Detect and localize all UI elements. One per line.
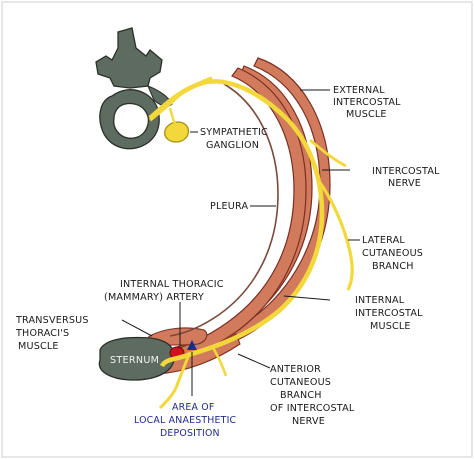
intercostal-nerve-root xyxy=(148,76,213,122)
leader-transversus xyxy=(121,319,153,337)
labels: EXTERNAL INTERCOSTAL MUSCLE SYMPATHETIC … xyxy=(15,85,440,439)
label-external-intercostal-3: MUSCLE xyxy=(346,109,387,120)
label-internal-thoracic-2: (MAMMARY) ARTERY xyxy=(104,292,204,303)
label-external-intercostal-2: INTERCOSTAL xyxy=(333,97,401,108)
label-internal-intercostal-1: INTERNAL xyxy=(355,295,405,306)
label-area-2: LOCAL ANAESTHETIC xyxy=(134,415,237,426)
label-external-intercostal-1: EXTERNAL xyxy=(333,85,385,96)
sternum-label: STERNUM xyxy=(110,355,159,366)
label-internal-intercostal-3: MUSCLE xyxy=(370,321,411,332)
pleura-line xyxy=(169,83,279,337)
label-transversus-3: MUSCLE xyxy=(18,341,59,352)
vertebra xyxy=(95,27,173,150)
label-pleura: PLEURA xyxy=(210,201,248,212)
vertebra-transverse-process xyxy=(146,84,173,107)
intercostal-nerve xyxy=(148,76,354,410)
label-sympathetic-2: GANGLION xyxy=(206,140,259,151)
label-anterior-1: ANTERIOR xyxy=(270,364,321,375)
label-sympathetic-1: SYMPATHETIC xyxy=(200,127,268,138)
label-lateral-1: LATERAL xyxy=(362,235,405,246)
sternum: STERNUM xyxy=(98,336,175,381)
label-intercostal-nerve-1: INTERCOSTAL xyxy=(372,166,440,177)
intercostal-nerve-upper-branch xyxy=(309,138,347,168)
label-area-1: AREA OF xyxy=(172,402,214,413)
sympathetic-ganglion-body xyxy=(164,121,190,143)
sympathetic-ganglion xyxy=(164,107,190,143)
label-anterior-4: OF INTERCOSTAL xyxy=(270,403,355,414)
anterior-cutaneous-branch xyxy=(158,351,192,410)
vertebra-spinous-process xyxy=(95,27,163,89)
label-anterior-2: CUTANEOUS xyxy=(270,377,331,388)
label-anterior-5: NERVE xyxy=(292,416,325,427)
label-intercostal-nerve-2: NERVE xyxy=(388,178,421,189)
label-anterior-3: BRANCH xyxy=(280,390,322,401)
leader-anterior-cutaneous xyxy=(237,353,271,369)
label-transversus-1: TRANSVERSUS xyxy=(15,315,89,326)
anterior-cutaneous-branch-2 xyxy=(210,345,228,377)
label-lateral-3: BRANCH xyxy=(372,261,414,272)
vertebra-body-ring xyxy=(99,89,160,150)
lateral-cutaneous-branch xyxy=(316,179,354,291)
leader-lines xyxy=(121,89,360,396)
label-area-3: DEPOSITION xyxy=(160,428,220,439)
sympathetic-ganglion-connection xyxy=(168,107,178,127)
leader-internal-intercostal xyxy=(283,295,331,301)
label-internal-intercostal-2: INTERCOSTAL xyxy=(355,308,423,319)
label-internal-thoracic-1: INTERNAL THORACIC xyxy=(120,279,224,290)
label-transversus-2: THORACI'S xyxy=(15,328,69,339)
label-lateral-2: CUTANEOUS xyxy=(362,248,423,259)
injection-marker-triangle xyxy=(187,340,197,350)
